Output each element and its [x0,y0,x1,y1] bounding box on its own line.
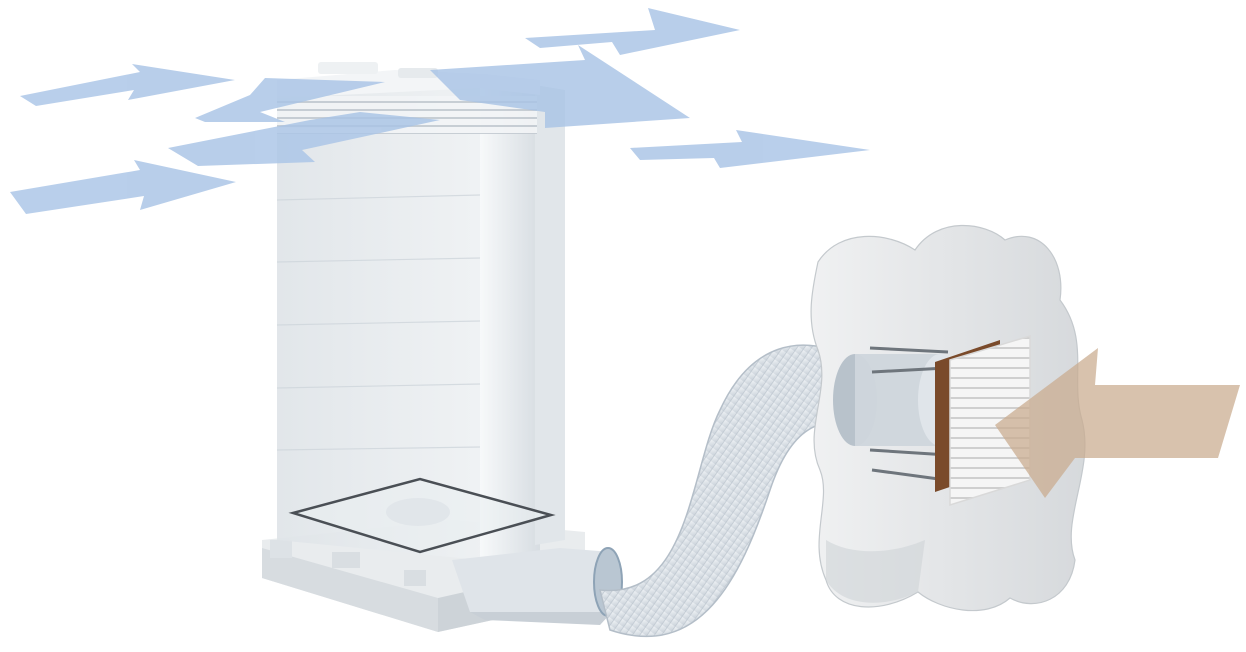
outflow-arrow-icon [10,160,236,214]
outflow-arrow-icon [525,8,740,55]
duct-connector [452,548,622,625]
outflow-arrow-icon [630,130,870,168]
outflow-arrow-icon [20,64,235,106]
